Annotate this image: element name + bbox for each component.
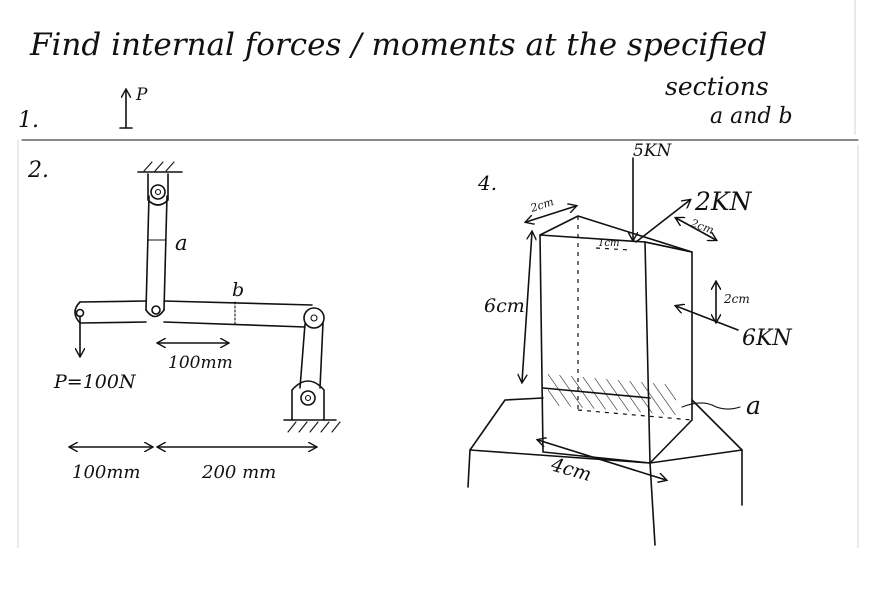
- problem4-force-side-label: 2KN: [694, 187, 753, 216]
- block: [539, 215, 693, 464]
- problem1-load-label: P: [135, 85, 148, 105]
- problem4-force-top-label: 5KN: [633, 141, 673, 161]
- problem2-dim-right-label: 200 mm: [201, 462, 276, 483]
- top-pin-support: [137, 161, 183, 206]
- base-pedestal: [467, 397, 743, 546]
- bottom-pin-support: [283, 380, 341, 433]
- header-subtitle-a-and-b: a and b: [710, 104, 793, 129]
- force-6kn-arrow: [676, 306, 739, 331]
- dim-6cm-arrow: [522, 232, 532, 382]
- problem4-dim-2cm-top-left: 2cm: [528, 195, 555, 215]
- problem2-load-label: P=100N: [53, 371, 137, 393]
- dim-4cm-arrow: [538, 440, 666, 480]
- problem4-dim-2cm-side: 2cm: [723, 292, 750, 306]
- horizontal-beam: [74, 300, 313, 328]
- header-title: Find internal forces / moments at the sp…: [29, 27, 767, 63]
- problem4-dim-height: 6cm: [484, 295, 525, 317]
- section-a-line: [542, 387, 651, 399]
- problem2-dim-left-label: 100mm: [72, 462, 141, 483]
- problem4-number: 4.: [477, 171, 497, 195]
- problem4-dim-1cm: 1cm: [598, 238, 619, 249]
- dim-2cm-top-left-arrow: [526, 206, 576, 222]
- dim-2cm-top-right-arrow: [676, 218, 716, 240]
- problem2-number: 2.: [27, 158, 49, 183]
- problem2-section-b-label: b: [232, 279, 244, 301]
- problem4-section-a-label: a: [746, 391, 761, 420]
- vertical-link: [145, 195, 168, 318]
- problem1-number: 1.: [18, 108, 39, 133]
- section-a-leader: [681, 402, 741, 410]
- problem1-load-arrow: [119, 90, 133, 129]
- header-subtitle-sections: sections: [665, 72, 769, 101]
- right-link: [299, 307, 325, 389]
- force-2kn-arrow: [635, 200, 690, 243]
- problem4-dim-2cm-top-right: 2cm: [688, 216, 716, 237]
- problem2-section-a-label: a: [175, 231, 188, 255]
- problem4-force-right-label: 6KN: [742, 326, 792, 351]
- problem2-dim-center-label: 100mm: [168, 353, 233, 373]
